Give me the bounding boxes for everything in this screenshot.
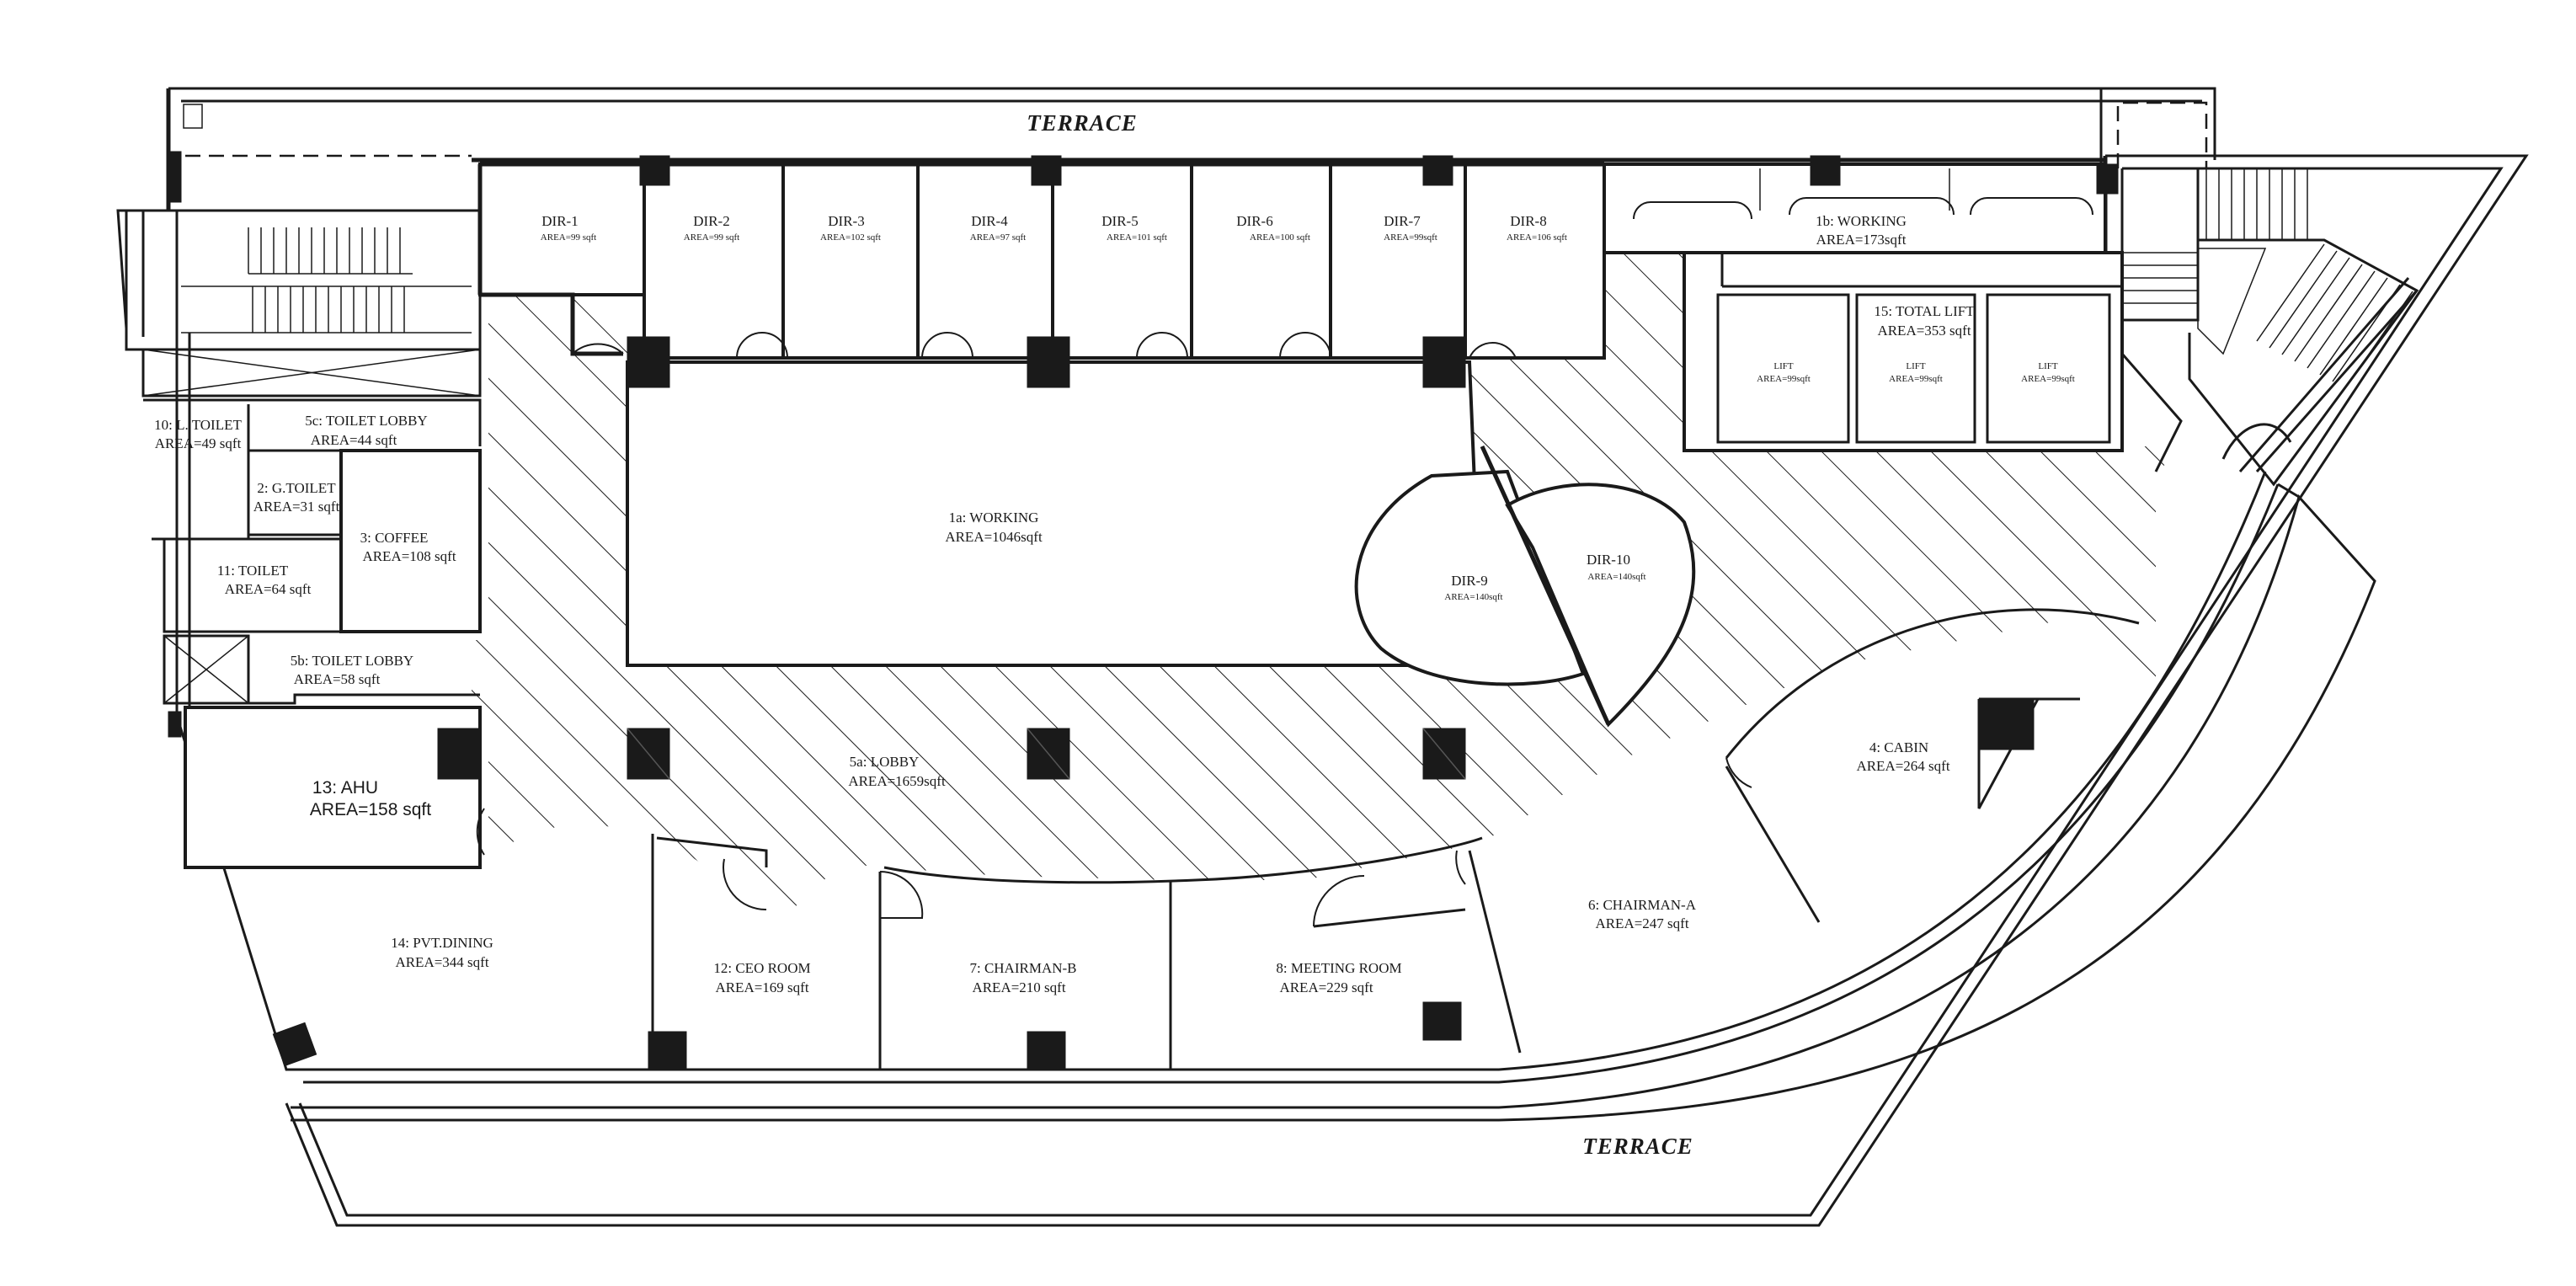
working-1b-area: AREA=173sqft — [1816, 232, 1907, 248]
dir9-area: AREA=140sqft — [1444, 592, 1502, 602]
dir2-area: AREA=99 sqft — [684, 232, 739, 243]
dir9-dir10-rooms — [1354, 445, 1696, 728]
lift-core — [1683, 251, 2124, 452]
toilet-block — [143, 398, 482, 705]
dir1-area: AREA=99 sqft — [541, 232, 596, 243]
dir1-name: DIR-1 — [541, 213, 578, 229]
stair-right — [2120, 168, 2419, 487]
ahu-name: 13: AHU — [312, 778, 378, 798]
lift2-name: LIFT — [1906, 361, 1926, 371]
toilet10-area: AREA=49 sqft — [155, 435, 242, 451]
toilet10-name: 10: L. TOILET — [154, 417, 242, 433]
coffee-area: AREA=108 sqft — [362, 548, 456, 564]
lift2-area: AREA=99sqft — [1889, 374, 1943, 384]
toilet-lobby-5b-area: AREA=58 sqft — [294, 671, 381, 687]
dir4-area: AREA=97 sqft — [970, 232, 1026, 243]
lobby-name: 5a: LOBBY — [850, 754, 920, 770]
meeting-room-area: AREA=229 sqft — [1279, 979, 1373, 995]
chairman-a-name: 6: CHAIRMAN-A — [1588, 897, 1697, 913]
working-1a-area: AREA=1046sqft — [945, 529, 1043, 545]
dir5-name: DIR-5 — [1101, 213, 1138, 229]
dir6-area: AREA=100 sqft — [1250, 232, 1310, 243]
dir3-name: DIR-3 — [828, 213, 864, 229]
pvt-dining-name: 14: PVT.DINING — [391, 935, 493, 951]
dir7-area: AREA=99sqft — [1384, 232, 1437, 243]
total-lift-name: 15: TOTAL LIFT — [1874, 303, 1975, 319]
toilet-lobby-5c-area: AREA=44 sqft — [311, 432, 397, 448]
ahu-area: AREA=158 sqft — [310, 800, 431, 819]
dir7-name: DIR-7 — [1384, 213, 1421, 229]
terrace-bottom-label: TERRACE — [1582, 1134, 1693, 1159]
coffee-name: 3: COFFEE — [360, 530, 429, 546]
meeting-room-name: 8: MEETING ROOM — [1276, 960, 1401, 976]
dir10-name: DIR-10 — [1587, 552, 1630, 568]
pvt-dining-area: AREA=344 sqft — [395, 954, 488, 970]
cabin-area: AREA=264 sqft — [1856, 758, 1949, 774]
stair-top-left — [125, 209, 482, 398]
lift1-name: LIFT — [1773, 361, 1794, 371]
g-toilet-area: AREA=31 sqft — [253, 499, 340, 515]
g-toilet-name: 2: G.TOILET — [257, 480, 336, 496]
chairman-b-area: AREA=210 sqft — [972, 979, 1065, 995]
lift3-area: AREA=99sqft — [2021, 374, 2075, 384]
director-cabins — [477, 159, 1606, 360]
terrace-top-label: TERRACE — [1027, 110, 1138, 136]
dir9-name: DIR-9 — [1451, 573, 1487, 589]
bottom-rooms — [651, 608, 2140, 1070]
lobby-area: AREA=1659sqft — [848, 773, 946, 789]
working-1b-area — [1603, 163, 2107, 254]
structural-columns — [168, 151, 2119, 1070]
labels: TERRACE TERRACE DIR-1 AREA=99 sqft DIR-2… — [154, 110, 2075, 1159]
lift1-area: AREA=99sqft — [1757, 374, 1811, 384]
working-1b-name: 1b: WORKING — [1816, 213, 1907, 229]
dir5-area: AREA=101 sqft — [1107, 232, 1167, 243]
dir10-area: AREA=140sqft — [1587, 572, 1645, 582]
lift3-name: LIFT — [2038, 361, 2058, 371]
cabin-name: 4: CABIN — [1869, 739, 1928, 755]
dir2-name: DIR-2 — [693, 213, 729, 229]
ceo-room-area: AREA=169 sqft — [715, 979, 808, 995]
total-lift-area: AREA=353 sqft — [1877, 323, 1971, 339]
lobby-hatch-region — [472, 253, 2189, 918]
toilet-lobby-5c-name: 5c: TOILET LOBBY — [305, 413, 427, 429]
chairman-a-area: AREA=247 sqft — [1595, 915, 1688, 931]
working-1a-area — [626, 360, 1485, 667]
dir6-name: DIR-6 — [1236, 213, 1272, 229]
ahu-room — [184, 706, 485, 869]
ceo-room-name: 12: CEO ROOM — [713, 960, 810, 976]
chairman-b-name: 7: CHAIRMAN-B — [969, 960, 1076, 976]
toilet11-name: 11: TOILET — [217, 563, 289, 579]
toilet-lobby-5b-name: 5b: TOILET LOBBY — [291, 653, 413, 669]
dir3-area: AREA=102 sqft — [820, 232, 881, 243]
working-1a-name: 1a: WORKING — [949, 510, 1039, 526]
toilet11-area: AREA=64 sqft — [225, 581, 312, 597]
dir8-area: AREA=106 sqft — [1507, 232, 1567, 243]
dir8-name: DIR-8 — [1510, 213, 1546, 229]
dir4-name: DIR-4 — [971, 213, 1008, 229]
